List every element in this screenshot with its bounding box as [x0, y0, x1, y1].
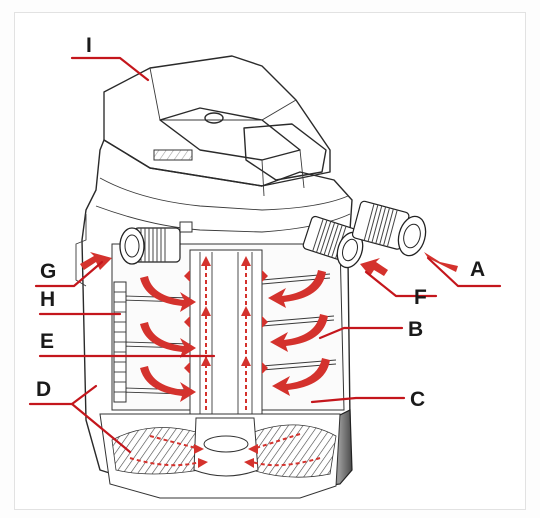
label-A: A: [470, 258, 485, 281]
leader-C: [310, 396, 406, 404]
label-C: C: [410, 388, 425, 411]
inlet-port: [351, 200, 427, 257]
flow-arrow-left-3: [140, 366, 196, 402]
flow-arrow-right-3: [272, 358, 330, 396]
outlet-flow-arrow-left: [80, 252, 112, 270]
outlet-port-right: [302, 215, 364, 269]
label-H: H: [40, 288, 55, 311]
leader-D-lower: [70, 402, 132, 454]
label-D: D: [36, 378, 51, 401]
leader-G: [34, 260, 104, 288]
flow-arrow-left-2: [140, 322, 196, 358]
label-F: F: [414, 286, 427, 309]
outlet-flow-arrow-right: [360, 258, 388, 276]
letter-labels: I A B C D E F G H: [36, 34, 485, 411]
leader-F: [364, 270, 438, 298]
label-G: G: [40, 260, 56, 283]
leader-lines: [28, 56, 502, 454]
label-E: E: [40, 330, 54, 353]
filter-lid: [103, 55, 331, 197]
label-I: I: [86, 34, 92, 57]
leader-I: [70, 56, 150, 82]
flow-arrows: [80, 252, 458, 468]
filter-base: [99, 409, 353, 499]
outlet-port-left: [119, 227, 181, 265]
cutaway-interior: [111, 243, 345, 421]
inlet-flow-arrow: [424, 252, 458, 272]
flow-arrow-left-1: [140, 276, 196, 312]
flow-arrow-right-2: [270, 314, 328, 352]
leader-B: [318, 326, 404, 340]
uvc-clarifier-element: [113, 281, 127, 403]
leader-A: [426, 256, 502, 288]
label-B: B: [408, 318, 423, 341]
flow-arrow-right-1: [268, 270, 326, 308]
